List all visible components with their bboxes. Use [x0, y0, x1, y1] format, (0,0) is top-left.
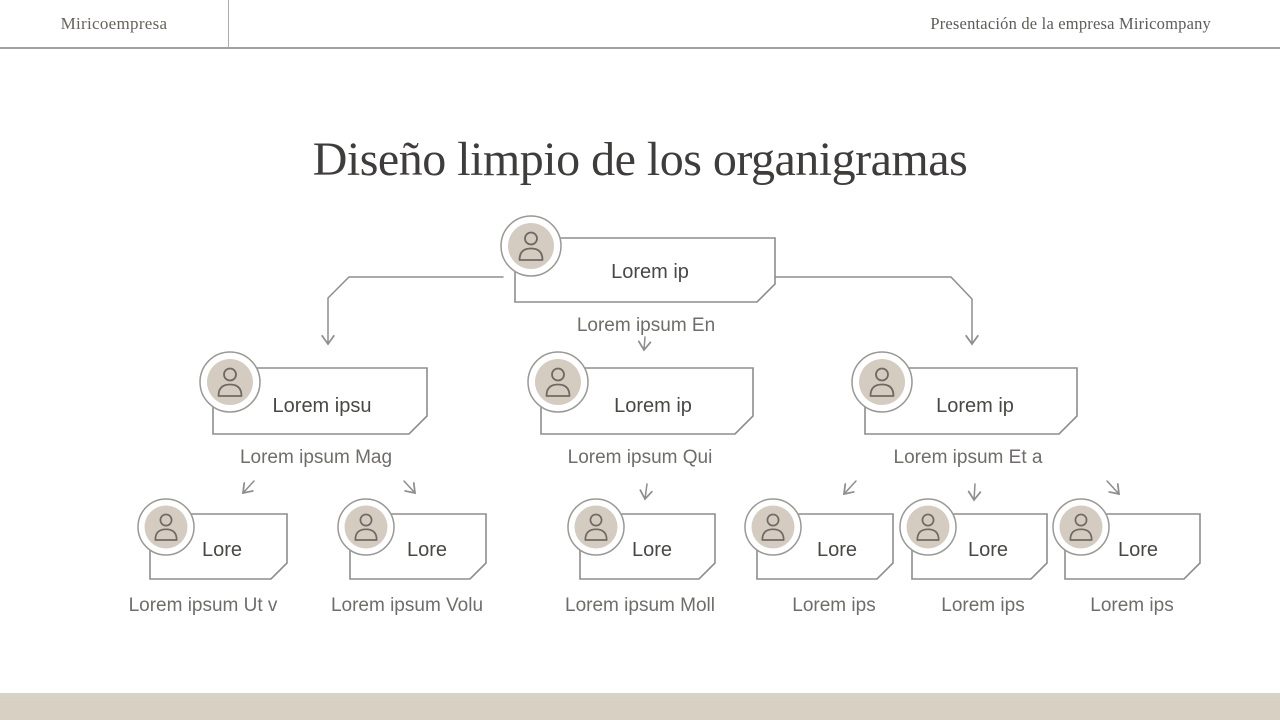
slide-title: Diseño limpio de los organigramas — [312, 133, 968, 186]
node-subtitle: Lorem ips — [941, 595, 1024, 616]
node-label: Lorem ip — [936, 395, 1014, 417]
org-node-n3a: Lore Lorem ips — [744, 498, 894, 616]
connector-n3-n3c — [1106, 480, 1121, 496]
node-box — [540, 367, 754, 435]
org-node-n1a: Lore Lorem ipsum Ut v — [129, 498, 288, 616]
org-node-n2a: Lore Lorem ipsum Moll — [565, 498, 716, 616]
node-subtitle: Lorem ipsum Ut v — [129, 595, 278, 616]
node-box — [212, 367, 428, 435]
node-label: Lorem ipsu — [273, 395, 372, 417]
org-node-n1: Lorem ipsu Lorem ipsum Mag — [199, 351, 428, 468]
node-subtitle: Lorem ipsum Volu — [331, 595, 483, 616]
node-subtitle: Lorem ipsum Et a — [894, 447, 1043, 468]
avatar-circle — [574, 505, 618, 549]
node-label: Lore — [817, 539, 857, 561]
node-subtitle: Lorem ipsum Qui — [568, 447, 713, 468]
avatar-circle — [859, 359, 905, 405]
avatar-circle — [1059, 505, 1103, 549]
node-label: Lore — [968, 539, 1008, 561]
node-label: Lore — [1118, 539, 1158, 561]
connector-n1-n1b — [403, 480, 417, 495]
header-subtitle: Presentación de la empresa Miricompany — [930, 13, 1211, 33]
node-label: Lorem ip — [614, 395, 692, 417]
org-node-root: Lorem ip Lorem ipsum En — [500, 215, 776, 336]
connector-n2-n2a — [639, 483, 653, 501]
connector-n3-n3b — [967, 483, 982, 502]
org-node-n3c: Lore Lorem ips — [1052, 498, 1201, 616]
avatar-circle — [344, 505, 388, 549]
avatar-circle — [144, 505, 188, 549]
connector-root-n3 — [774, 276, 979, 346]
node-subtitle: Lorem ipsum Moll — [565, 595, 715, 616]
node-label: Lore — [632, 539, 672, 561]
connector-n1-n1a — [241, 480, 255, 495]
org-node-n1b: Lore Lorem ipsum Volu — [331, 498, 487, 616]
connectors — [241, 276, 1121, 502]
bottom-accent-bar — [0, 693, 1280, 720]
org-node-n3: Lorem ip Lorem ipsum Et a — [851, 351, 1078, 468]
slide-header: Miricoempresa Presentación de la empresa… — [0, 0, 1280, 49]
connector-n3-n3a — [842, 480, 857, 496]
node-subtitle: Lorem ips — [1090, 595, 1173, 616]
node-box — [864, 367, 1078, 435]
node-label: Lore — [202, 539, 242, 561]
org-node-n2: Lorem ip Lorem ipsum Qui — [527, 351, 754, 468]
node-label: Lorem ip — [611, 261, 689, 283]
avatar-circle — [535, 359, 581, 405]
connector-root-n2 — [637, 336, 652, 352]
avatar-circle — [751, 505, 795, 549]
avatar-circle — [906, 505, 950, 549]
avatar-circle — [207, 359, 253, 405]
org-node-n3b: Lore Lorem ips — [899, 498, 1048, 616]
avatar-circle — [508, 223, 554, 269]
node-subtitle: Lorem ipsum Mag — [240, 447, 392, 468]
connector-root-n1 — [321, 276, 504, 346]
node-subtitle: Lorem ips — [792, 595, 875, 616]
node-subtitle: Lorem ipsum En — [577, 315, 715, 336]
node-label: Lore — [407, 539, 447, 561]
node-box — [514, 237, 776, 303]
brand-label: Miricoempresa — [0, 0, 229, 47]
